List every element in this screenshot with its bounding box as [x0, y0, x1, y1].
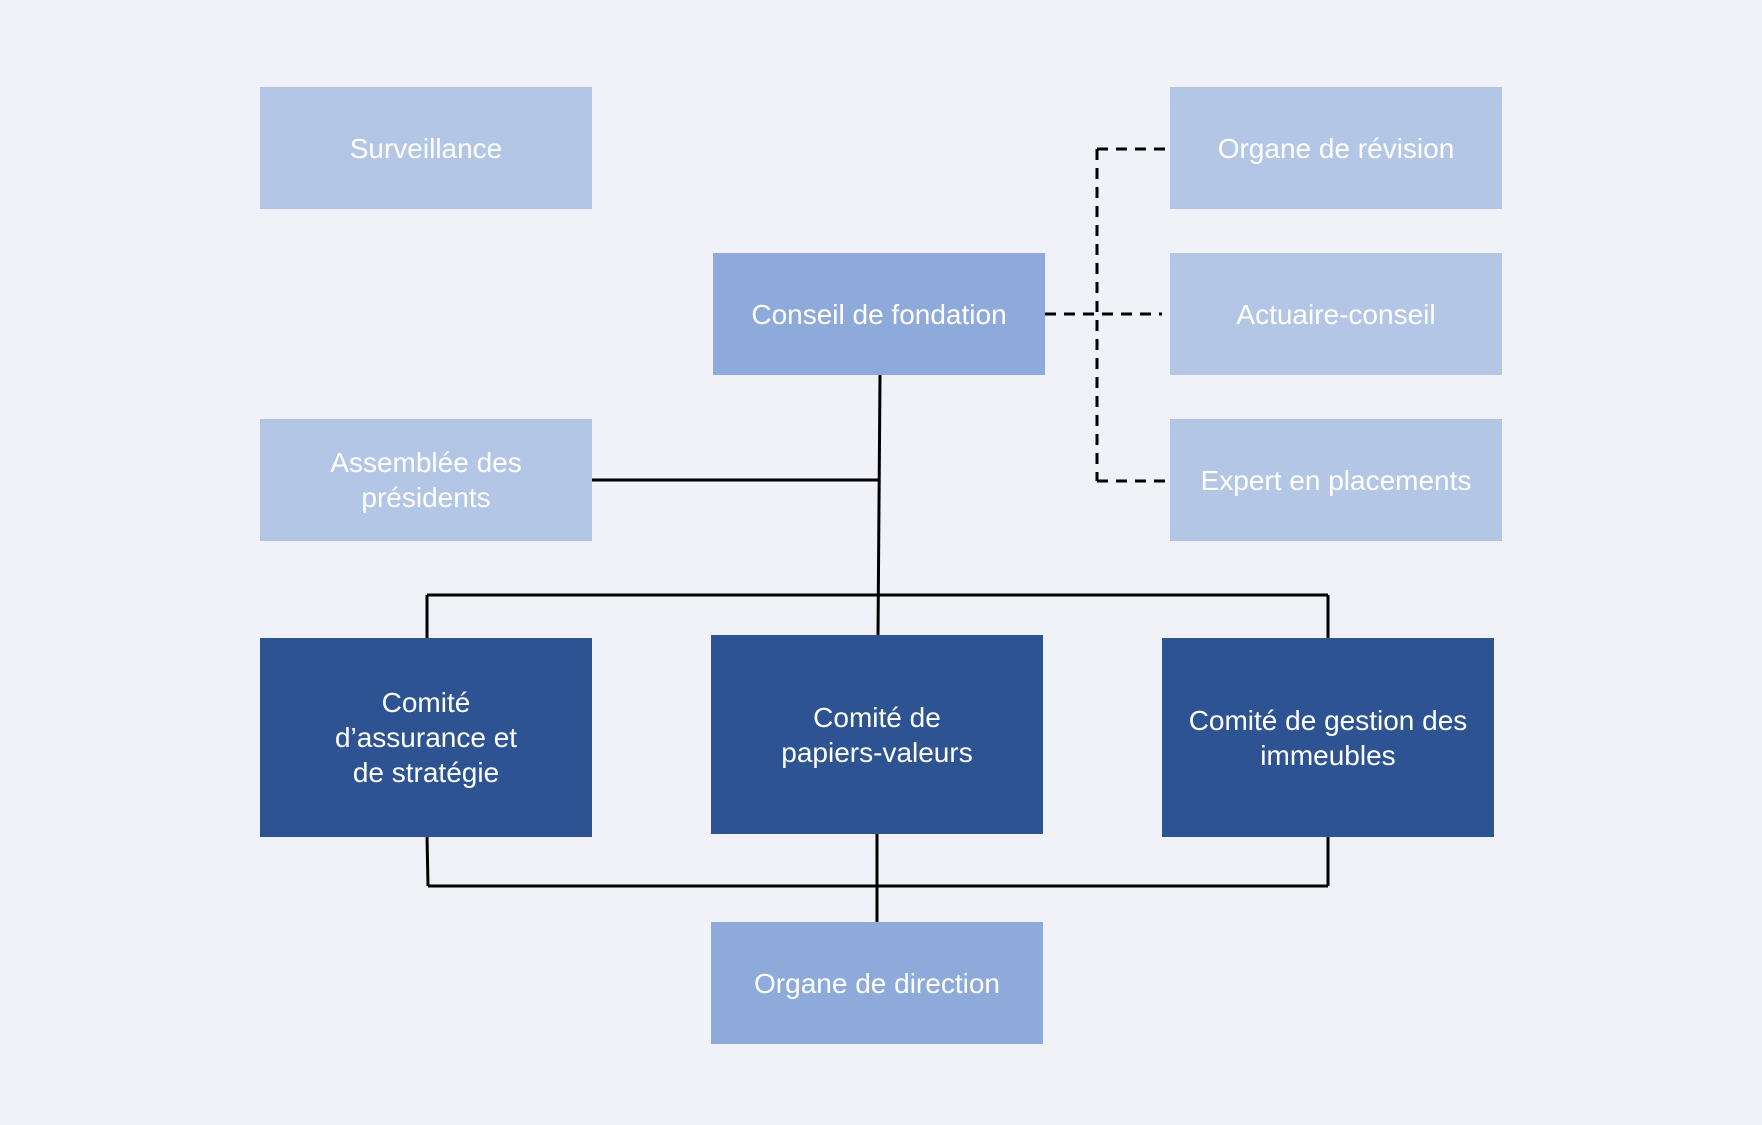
- dashed-connectors: [1045, 147, 1170, 483]
- node-expert-en-placements: Expert en placements: [1170, 419, 1502, 541]
- link-comite-assurance-bottom: [425, 835, 430, 887]
- node-conseil-de-fondation: Conseil de fondation: [713, 253, 1045, 375]
- node-comite-gestion-immeubles: Comité de gestion des immeubles: [1162, 638, 1494, 837]
- node-assemblee-des-presidents: Assemblée des présidents: [260, 419, 592, 541]
- node-actuaire-conseil: Actuaire-conseil: [1170, 253, 1502, 375]
- node-surveillance: Surveillance: [260, 87, 592, 209]
- link-conseil-down: [876, 374, 882, 636]
- node-comite-papiers-valeurs: Comité de papiers-valeurs: [711, 635, 1043, 834]
- node-organe-de-direction: Organe de direction: [711, 922, 1043, 1044]
- solid-connectors: [425, 374, 1330, 922]
- node-comite-assurance-strategie: Comité d’assurance et de stratégie: [260, 638, 592, 837]
- node-organe-de-revision: Organe de révision: [1170, 87, 1502, 209]
